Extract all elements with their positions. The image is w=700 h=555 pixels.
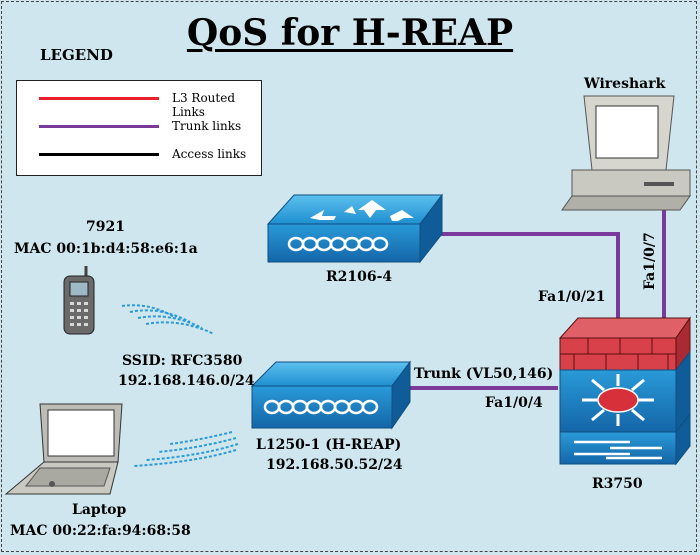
legend-heading: LEGEND [40,46,113,64]
r2106-label: R2106-4 [326,269,393,285]
phone-7921-icon [63,266,95,335]
ap-name-label: L1250-1 (H-REAP) [256,437,402,453]
link-r2106-to-r3750 [440,232,620,318]
port-fa1-0-7-label: Fa1/0/7 [642,232,658,290]
legend-line-access [39,153,159,156]
ssid-subnet-label: 192.168.146.0/24 [118,373,255,389]
ap-ip-label: 192.168.50.52/24 [266,457,403,473]
r3750-switch-icon [558,316,691,466]
legend-label-trunk: Trunk links [172,119,242,133]
r3750-label: R3750 [592,476,643,492]
laptop-mac-label: MAC 00:22:fa:94:68:58 [10,523,191,539]
wireless-waves-phone [121,304,215,335]
legend-box: L3 Routed Links Trunk links Access links [16,80,262,176]
wireshark-label: Wireshark [584,76,666,92]
port-fa1-0-4-label: Fa1/0/4 [485,395,543,411]
ap-l1250-icon [250,360,411,430]
port-fa1-0-21-label: Fa1/0/21 [538,289,606,305]
ssid-label: SSID: RFC3580 [122,353,243,369]
legend-line-trunk [39,125,159,128]
wireshark-pc-icon [561,95,691,211]
diagram-title: QoS for H-REAP [0,12,700,54]
legend-line-routed [39,97,159,100]
laptop-icon [4,403,123,495]
r2106-icon [266,193,444,264]
legend-label-access: Access links [172,147,247,161]
laptop-name-label: Laptop [72,502,127,518]
trunk-label: Trunk (VL50,146) [414,366,554,382]
title-text: QoS for H-REAP [186,12,514,54]
phone-name-label: 7921 [86,219,125,235]
legend-label-routed: L3 Routed Links [172,91,236,119]
wireless-waves-laptop [133,431,239,467]
phone-mac-label: MAC 00:1b:d4:58:e6:1a [14,241,198,257]
